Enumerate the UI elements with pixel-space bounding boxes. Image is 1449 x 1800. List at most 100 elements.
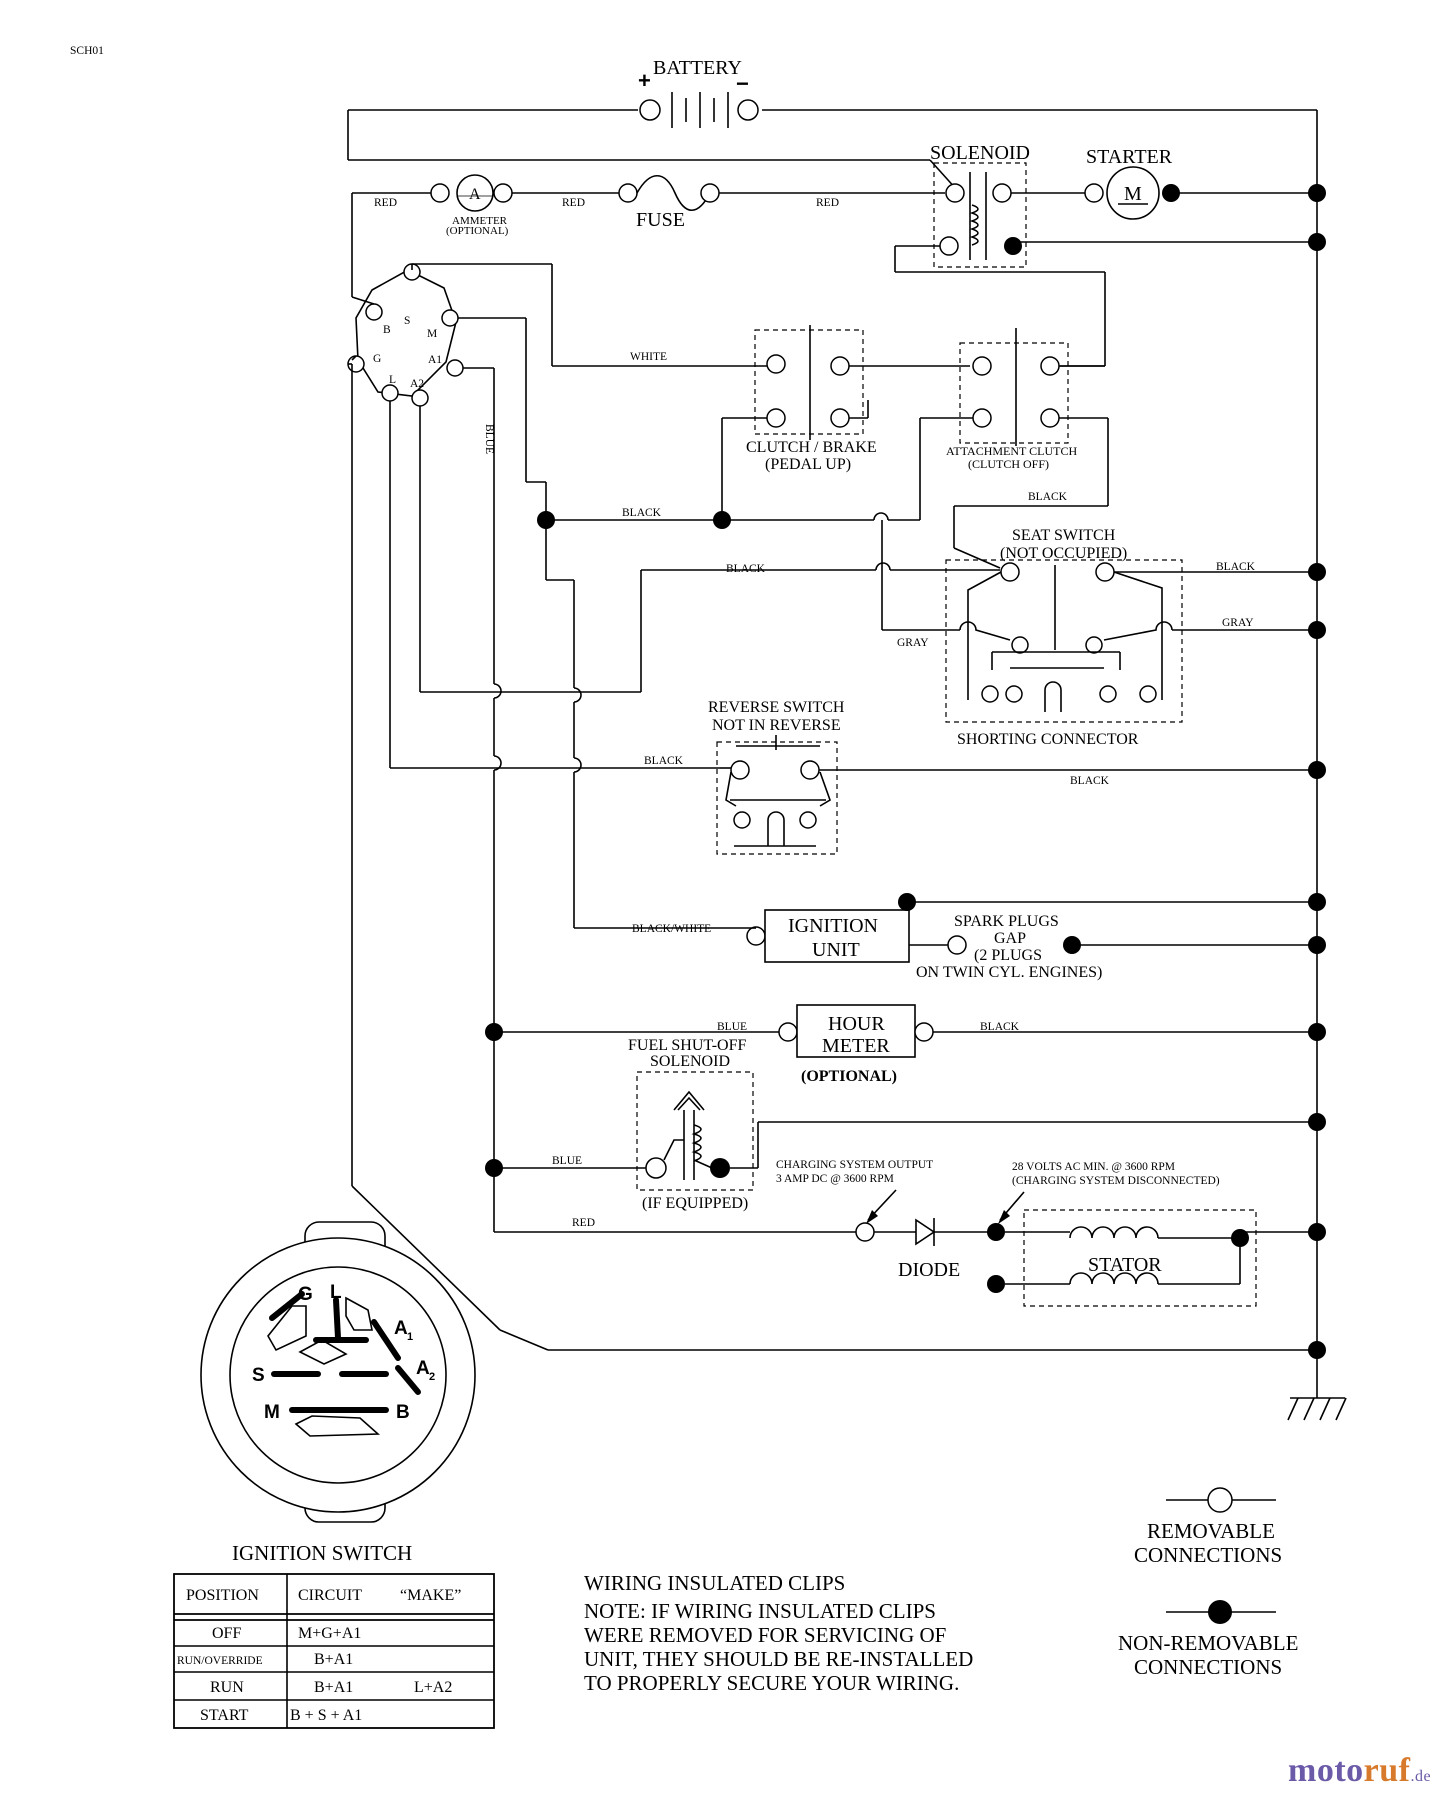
legend-nonremovable-sub: CONNECTIONS	[1134, 1655, 1282, 1679]
switch-face-a2: A	[416, 1358, 430, 1379]
wire-label-black-hour: BLACK	[980, 1021, 1020, 1033]
clutch-brake-sublabel: (PEDAL UP)	[765, 456, 851, 473]
wire-label-white: WHITE	[630, 351, 667, 363]
table-header-make: “MAKE”	[400, 1587, 461, 1604]
note-line: WERE REMOVED FOR SERVICING OF	[584, 1623, 946, 1647]
switch-face-a1: A	[394, 1318, 408, 1339]
ammeter-symbol: A	[469, 186, 481, 203]
table-row-circuit: B+A1	[314, 1651, 353, 1668]
reverse-switch-sublabel: NOT IN REVERSE	[712, 717, 841, 734]
wire-label-gray-left: GRAY	[897, 637, 929, 649]
seat-switch-sublabel: (NOT OCCUPIED)	[1000, 545, 1127, 562]
reverse-switch: REVERSE SWITCH NOT IN REVERSE	[708, 699, 845, 855]
table-row-position: OFF	[212, 1625, 241, 1642]
ignition-connector: B S M G A1 L A2	[347, 263, 464, 407]
legend-nonremovable: NON-REMOVABLE	[1118, 1631, 1298, 1655]
table-row-position: RUN/OVERRIDE	[177, 1655, 263, 1667]
terminal-g: G	[373, 353, 381, 365]
wire-label-black-reverse-right: BLACK	[1070, 775, 1110, 787]
wire-label-black-clutch: BLACK	[622, 507, 662, 519]
logo-part-1: moto	[1288, 1752, 1364, 1789]
terminal-a2: A2	[410, 378, 424, 390]
table-row-extra: L+A2	[414, 1679, 452, 1696]
legend: REMOVABLE CONNECTIONS NON-REMOVABLE CONN…	[1118, 1487, 1298, 1679]
fuse-label: FUSE	[636, 209, 685, 231]
table-header-circuit: CIRCUIT	[298, 1587, 362, 1604]
table-header-position: POSITION	[186, 1587, 259, 1604]
wire-label-black-white: BLACK/WHITE	[632, 923, 711, 935]
clutch-brake-switch: CLUTCH / BRAKE (PEDAL UP)	[746, 325, 877, 473]
switch-face-a1-sub: 1	[407, 1331, 413, 1343]
wire-label-red-2: RED	[562, 197, 585, 209]
wire-label-blue-fuel: BLUE	[552, 1155, 582, 1167]
diagram-code: SCH01	[70, 45, 104, 57]
battery-plus-sign: +	[638, 68, 651, 93]
diode-label: DIODE	[898, 1259, 960, 1281]
ignition-switch-table: POSITION CIRCUIT “MAKE” OFF M+G+A1 RUN/O…	[173, 1573, 495, 1729]
non-removable-connection-icon	[1208, 1600, 1232, 1624]
wire-label-black-seat-right: BLACK	[1216, 561, 1256, 573]
ignition-unit-label: IGNITION	[788, 915, 878, 937]
wire-label-red-1: RED	[374, 197, 397, 209]
logo-part-3: .de	[1410, 1768, 1432, 1785]
attachment-clutch-label: ATTACHMENT CLUTCH	[946, 444, 1077, 458]
table-row-position: RUN	[210, 1679, 244, 1696]
note-line: TO PROPERLY SECURE YOUR WIRING.	[584, 1671, 959, 1695]
fuel-solenoid-sublabel: SOLENOID	[650, 1053, 730, 1070]
ignition-unit-box	[764, 909, 910, 963]
clutch-brake-label: CLUTCH / BRAKE	[746, 439, 877, 456]
wire-label-red-4: RED	[572, 1217, 595, 1229]
starter-symbol: M	[1124, 183, 1142, 205]
note-line: UNIT, THEY SHOULD BE RE-INSTALLED	[584, 1647, 973, 1671]
diode-icon	[915, 1218, 936, 1246]
switch-face-a2-sub: 2	[429, 1371, 435, 1383]
table-row-position: START	[200, 1707, 249, 1724]
solenoid-label: SOLENOID	[930, 142, 1030, 164]
wire-label-blue-vertical: BLUE	[483, 424, 495, 454]
stator-spec-label: 28 VOLTS AC MIN. @ 3600 RPM	[1012, 1161, 1175, 1173]
wiring-note: WIRING INSULATED CLIPS NOTE: IF WIRING I…	[584, 1571, 973, 1695]
wire-label-red-3: RED	[816, 197, 839, 209]
battery-label: BATTERY	[653, 57, 742, 79]
ammeter-optional-label: (OPTIONAL)	[446, 225, 509, 237]
wire-label-black-attach: BLACK	[1028, 491, 1068, 503]
stator: STATOR	[1005, 1209, 1257, 1307]
seat-switch: SEAT SWITCH (NOT OCCUPIED) SHORTING CONN…	[945, 527, 1183, 748]
table-row-circuit: B+A1	[314, 1679, 353, 1696]
switch-face-g: G	[298, 1284, 313, 1305]
switch-face-m: M	[264, 1402, 280, 1423]
spark-plugs-count: (2 PLUGS	[974, 947, 1042, 964]
starter-label: STARTER	[1086, 146, 1173, 168]
removable-connection-icon	[1207, 1487, 1233, 1513]
fuse-icon	[636, 175, 711, 211]
seat-switch-label: SEAT SWITCH	[1012, 527, 1116, 544]
terminal-m: M	[427, 328, 437, 340]
hour-meter-sublabel: METER	[822, 1035, 890, 1057]
table-row-circuit: M+G+A1	[298, 1625, 361, 1642]
wire-label-black-reverse-left: BLACK	[644, 755, 684, 767]
wire-label-blue-hour: BLUE	[717, 1021, 747, 1033]
fuel-solenoid-note: (IF EQUIPPED)	[642, 1195, 748, 1212]
watermark-logo: motoruf.de	[1288, 1752, 1431, 1790]
ammeter-label: AMMETER	[452, 215, 508, 227]
table-row-circuit: B + S + A1	[290, 1707, 362, 1724]
hour-meter-optional: (OPTIONAL)	[801, 1068, 897, 1085]
terminal-l: L	[389, 374, 396, 386]
spark-plugs-note: ON TWIN CYL. ENGINES)	[916, 964, 1102, 981]
fuel-solenoid-label: FUEL SHUT-OFF	[628, 1037, 747, 1054]
switch-face-b: B	[396, 1402, 410, 1423]
ignition-unit-sublabel: UNIT	[812, 939, 860, 961]
charging-output-label: CHARGING SYSTEM OUTPUT	[776, 1159, 933, 1171]
attachment-clutch-sublabel: (CLUTCH OFF)	[968, 457, 1049, 471]
wire-label-gray-right: GRAY	[1222, 617, 1254, 629]
shorting-connector-label: SHORTING CONNECTOR	[957, 731, 1139, 748]
spark-plugs-gap: GAP	[994, 930, 1026, 947]
reverse-switch-label: REVERSE SWITCH	[708, 699, 845, 716]
spark-plugs-label: SPARK PLUGS	[954, 913, 1059, 930]
charging-output-rating: 3 AMP DC @ 3600 RPM	[776, 1173, 894, 1185]
ground-symbol-icon	[1287, 1397, 1347, 1421]
ignition-switch-face: G L A 1 A 2 S M B	[200, 1221, 476, 1523]
note-title: WIRING INSULATED CLIPS	[584, 1571, 845, 1595]
terminal-a1: A1	[428, 354, 442, 366]
